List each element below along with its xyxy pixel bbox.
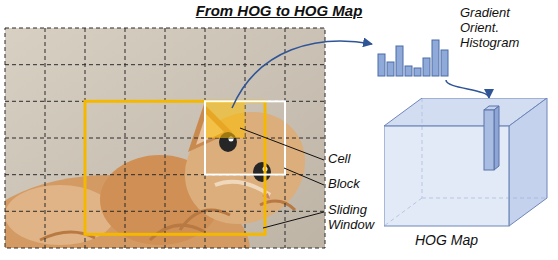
cuboid — [384, 98, 547, 226]
part-label: Cell — [328, 152, 378, 167]
leader-lines — [240, 128, 324, 228]
hog-map-node: HOG Map — [384, 98, 554, 254]
hog-map-cuboid — [384, 98, 554, 254]
flow-arrow — [446, 80, 489, 98]
histogram-bar — [432, 40, 439, 76]
part-label: Block — [328, 177, 378, 192]
cell-highlight — [205, 101, 245, 138]
histogram-node: Gradient Orient. Histogram — [376, 4, 548, 80]
histogram-bar — [405, 66, 412, 76]
map-label: HOG Map — [384, 232, 509, 248]
cell-to-histogram-arrow — [232, 41, 372, 108]
histogram-bar — [441, 50, 448, 76]
histogram-bar — [423, 58, 430, 76]
histogram-bar — [414, 68, 421, 76]
feature-column — [484, 106, 499, 170]
cell-grid — [5, 28, 325, 248]
cat-picture — [5, 28, 325, 248]
block-frame — [205, 101, 285, 174]
histogram-label: Gradient Orient. Histogram — [460, 6, 540, 51]
histogram-bar — [396, 46, 403, 76]
part-label: Sliding Window — [328, 203, 380, 233]
histogram-bar — [387, 62, 394, 76]
sliding-window-frame — [85, 101, 265, 234]
histogram-bar — [378, 54, 385, 76]
